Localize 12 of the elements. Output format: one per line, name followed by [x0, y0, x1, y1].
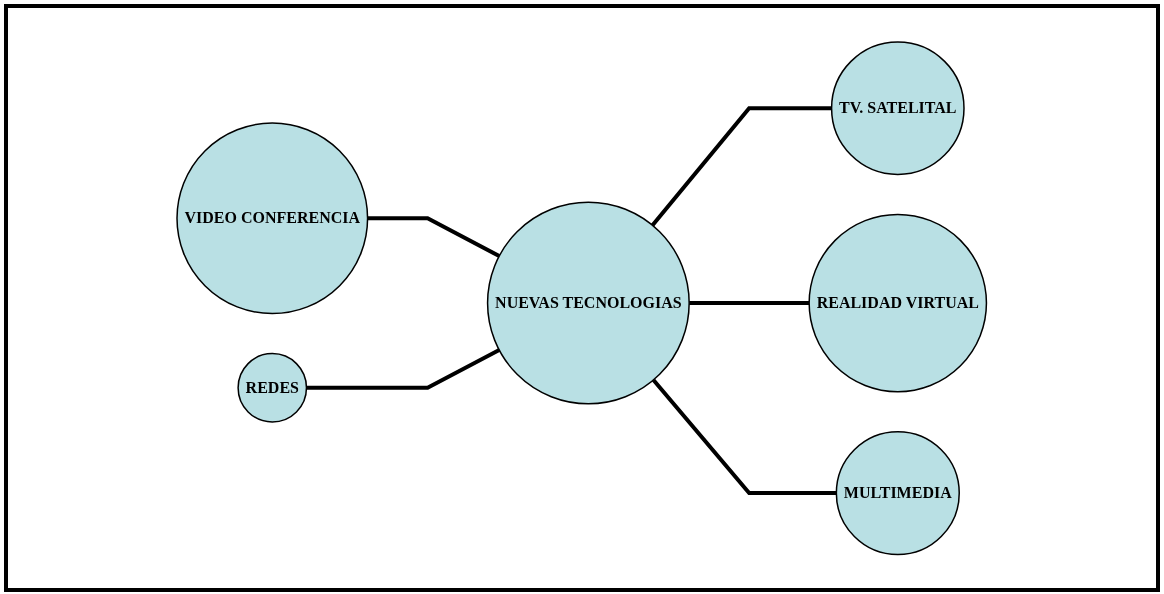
connector [689, 300, 810, 305]
connector [367, 216, 501, 258]
node-circle [831, 40, 965, 175]
connector [652, 378, 837, 495]
node-circle [487, 201, 691, 405]
node-circle [237, 352, 308, 423]
node-circle [808, 213, 988, 393]
node-circle [835, 430, 961, 555]
connector [306, 347, 501, 390]
connector [651, 105, 832, 227]
node-circle [176, 122, 369, 315]
frame-border: VIDEO CONFERENCIA REDES TV. SATELITAL NUEVAS TECNOLOGIAS REALIDAD VIRTUAL MULTIMEDIA [4, 4, 1160, 592]
